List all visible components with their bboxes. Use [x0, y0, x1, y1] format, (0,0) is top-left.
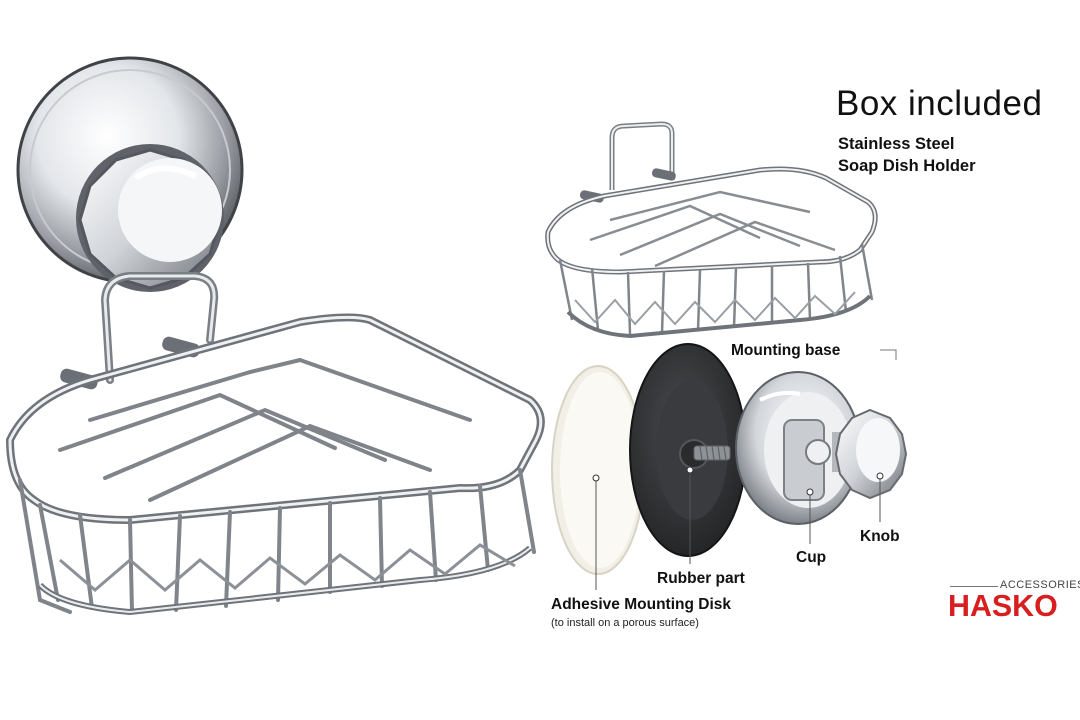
subtitle-line-1: Stainless Steel — [838, 135, 955, 153]
product-subtitle: Stainless Steel Soap Dish Holder — [838, 133, 976, 177]
leader-lines — [595, 470, 881, 590]
cup-dot — [806, 488, 814, 496]
adhesive-dot — [592, 474, 600, 482]
adhesive-disk-label: Adhesive Mounting Disk — [551, 596, 731, 613]
mounting-base-label: Mounting base — [731, 342, 841, 359]
brand-tagline: ACCESSORIES — [1000, 579, 1080, 591]
subtitle-line-2: Soap Dish Holder — [838, 157, 976, 175]
adhesive-disk-note: (to install on a porous surface) — [551, 617, 699, 629]
small-soap-dish — [545, 121, 878, 339]
small-knob — [832, 408, 908, 500]
brand-logo: HASKO — [948, 588, 1058, 623]
cup-label: Cup — [796, 549, 827, 566]
rubber-part — [629, 343, 747, 557]
large-soap-dish — [5, 56, 545, 616]
chrome-cup — [735, 371, 861, 525]
rubber-part-label: Rubber part — [657, 570, 745, 587]
page-title: Box included — [836, 84, 1043, 123]
knob-label: Knob — [860, 528, 900, 545]
adhesive-disk — [551, 365, 645, 575]
large-knob — [76, 144, 224, 292]
rubber-dot — [686, 466, 694, 474]
knob-dot — [876, 472, 884, 480]
brand-rule — [950, 586, 998, 587]
